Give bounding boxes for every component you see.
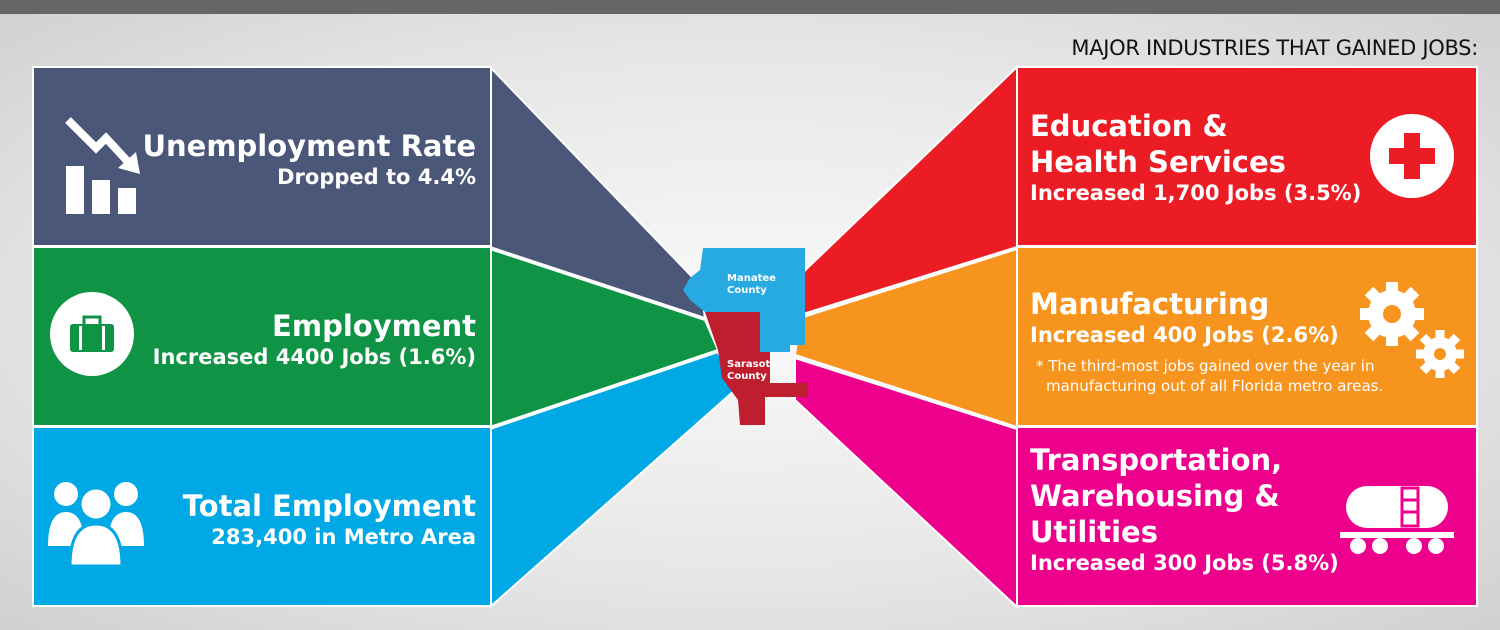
- panel-title: Transportation,: [1030, 443, 1283, 477]
- gears-icon: [1360, 282, 1464, 378]
- sarasota-county-map: [705, 312, 808, 425]
- manatee-county-map: [683, 248, 805, 352]
- briefcase-icon: [50, 292, 134, 376]
- panel-title: Unemployment Rate: [142, 129, 476, 163]
- top-bar: [0, 0, 1500, 14]
- panel-manufacturing: Manufacturing Increased 400 Jobs (2.6%) …: [1016, 246, 1478, 427]
- panel-title: Manufacturing: [1030, 287, 1270, 321]
- panel-title: Employment: [272, 309, 476, 343]
- panel-title: Warehousing &: [1030, 479, 1280, 513]
- panel-detail: Increased 300 Jobs (5.8%): [1030, 551, 1339, 575]
- panel-detail: 283,400 in Metro Area: [211, 525, 476, 549]
- panel-title: Health Services: [1030, 145, 1286, 179]
- panel-transportation: Transportation, Warehousing & Utilities …: [1016, 426, 1478, 607]
- people-icon: [48, 482, 144, 566]
- panel-total-employment: Total Employment 283,400 in Metro Area: [32, 426, 492, 607]
- panel-detail: Increased 400 Jobs (2.6%): [1030, 323, 1339, 347]
- panel-detail: Increased 4400 Jobs (1.6%): [152, 345, 476, 369]
- industries-heading: MAJOR INDUSTRIES THAT GAINED JOBS:: [1071, 36, 1478, 60]
- panel-unemployment: Unemployment Rate Dropped to 4.4%: [32, 66, 492, 247]
- panel-title: Education &: [1030, 109, 1228, 143]
- tanker-icon: [1340, 486, 1454, 554]
- medical-cross-icon: [1370, 114, 1454, 198]
- panel-employment: Employment Increased 4400 Jobs (1.6%): [32, 246, 492, 427]
- panel-education-health: Education & Health Services Increased 1,…: [1016, 66, 1478, 247]
- panel-title: Total Employment: [182, 489, 476, 523]
- manufacturing-note: * The third-most jobs gained over the ye…: [1036, 357, 1384, 395]
- panel-detail: Increased 1,700 Jobs (3.5%): [1030, 181, 1362, 205]
- panel-detail: Dropped to 4.4%: [277, 165, 476, 189]
- chart-down-icon: [65, 117, 140, 214]
- panel-title: Utilities: [1030, 515, 1158, 549]
